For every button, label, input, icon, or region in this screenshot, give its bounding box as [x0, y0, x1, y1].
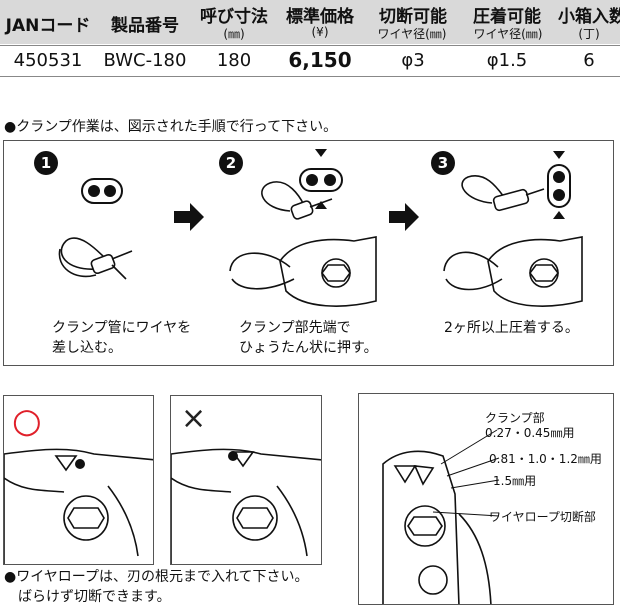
double-crimp-figure-icon	[547, 151, 571, 219]
press-figure-icon	[299, 149, 343, 209]
header-cut: 切断可能	[379, 7, 447, 27]
note-wire-line1: ●ワイヤロープは、刃の根元まで入れて下さい。	[4, 569, 309, 585]
header-size-unit: (㎜)	[223, 27, 245, 41]
step-2-caption-line1: クランプ部先端で	[239, 320, 351, 336]
wrong-wire-dot-icon	[228, 451, 238, 461]
wire-loop-icon	[58, 237, 133, 280]
header-box-unit: (丁)	[578, 27, 600, 41]
parts-diagram-panel: クランプ部 0.27・0.45㎜用 0.81・1.0・1.2㎜用 1.5㎜用 ワ…	[358, 393, 614, 605]
value-jan: 450531	[13, 50, 83, 71]
header-box: 小箱入数	[558, 7, 620, 27]
label-size-large: 1.5㎜用	[493, 474, 537, 488]
good-mark-icon: ○	[12, 401, 42, 441]
label-size-mid: 0.81・1.0・1.2㎜用	[489, 452, 602, 466]
header-price: 標準価格	[286, 7, 354, 27]
steps-illustration	[58, 149, 583, 307]
step-2-number: 2	[219, 151, 243, 175]
parts-diagram-illustration	[382, 429, 500, 604]
header-price-unit: (¥)	[311, 25, 329, 39]
good-usage-illustration	[4, 448, 153, 564]
table-bottom-line	[0, 76, 620, 77]
step-3-number: 3	[431, 151, 455, 175]
bad-usage-panel: ×	[170, 395, 322, 565]
step-1-number: 1	[34, 151, 58, 175]
label-clamp-sizes: 0.27・0.45㎜用	[485, 426, 575, 440]
header-crimp-sub: ワイヤ径(㎜)	[473, 27, 543, 41]
spec-table: JANコード 製品番号 呼び寸法 (㎜) 標準価格 (¥) 切断可能 ワイヤ径(…	[0, 0, 620, 77]
header-cut-sub: ワイヤ径(㎜)	[377, 27, 447, 41]
step-1-caption-line2: 差し込む。	[52, 340, 122, 356]
value-cut: φ3	[401, 50, 425, 71]
step-arrow-1-icon	[174, 203, 204, 231]
wire-double-sleeve-icon	[461, 175, 545, 212]
bad-mark-icon: ×	[181, 401, 207, 436]
step-2-caption-line2: ひょうたん状に押す。	[239, 340, 378, 356]
note-wire-line2: ばらけず切断できます。	[18, 589, 171, 605]
step-1-caption-line1: クランプ管にワイヤを	[52, 320, 192, 336]
step-arrow-2-icon	[389, 203, 419, 231]
wire-position-dot-icon	[75, 459, 85, 469]
header-crimp: 圧着可能	[473, 7, 541, 27]
label-cutter: ワイヤロープ切断部	[489, 510, 596, 524]
label-clamp-part: クランプ部	[485, 411, 545, 425]
header-divider	[0, 45, 620, 46]
value-part-no: BWC-180	[103, 50, 187, 71]
header-size: 呼び寸法	[200, 7, 268, 27]
good-usage-panel: ○	[3, 395, 154, 565]
step-3-caption-line1: 2ヶ所以上圧着する。	[444, 320, 579, 336]
wire-in-sleeve-icon	[261, 181, 333, 220]
clamp-tube-top-view-icon	[81, 178, 123, 204]
value-price: 6,150	[288, 48, 352, 72]
header-jan: JANコード	[5, 16, 91, 36]
spec-header-row	[0, 0, 620, 44]
value-size: 180	[216, 50, 252, 71]
header-part-no: 製品番号	[111, 16, 179, 36]
crimper-jaw-icon-3	[443, 236, 583, 307]
bad-usage-illustration	[171, 448, 321, 564]
leader-lines	[432, 429, 500, 517]
steps-panel: 1 2 3	[3, 140, 614, 366]
value-box: 6	[583, 50, 595, 71]
crimper-jaw-icon-2	[229, 236, 377, 307]
note-clamp: ●クランプ作業は、図示された手順で行って下さい。	[4, 119, 338, 135]
value-crimp: φ1.5	[486, 50, 528, 71]
